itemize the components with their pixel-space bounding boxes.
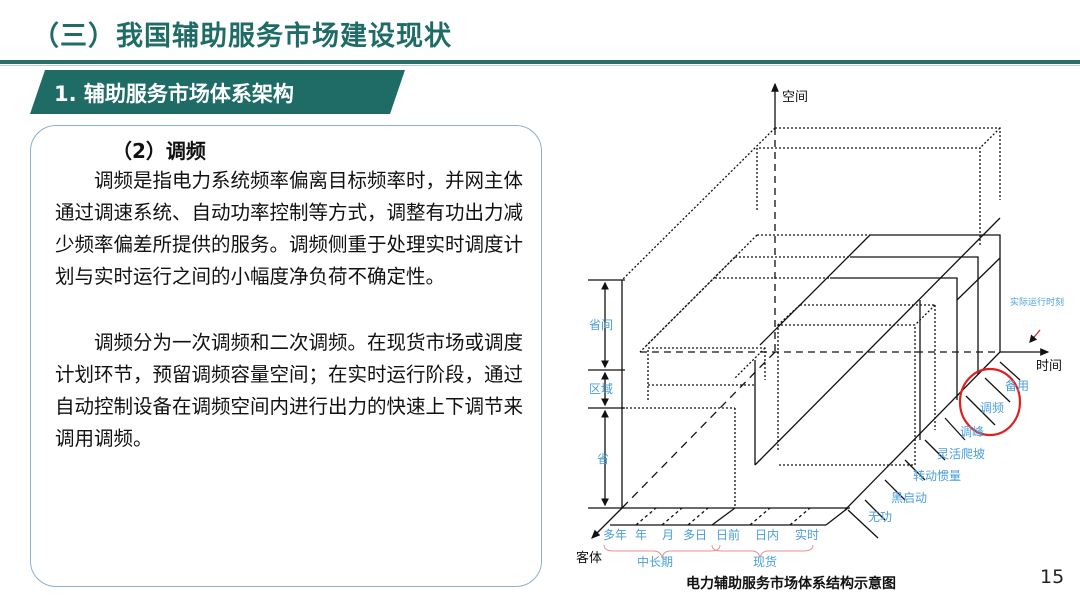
paragraph-2: 调频分为一次调频和二次调频。在现货市场或调度计划环节，预留调频容量空间；在实时运… (55, 331, 524, 450)
slide-title: （三）我国辅助服务市场建设现状 (32, 21, 452, 52)
diagram-caption: 电力辅助服务市场体系结构示意图 (686, 576, 896, 592)
period-label: 日内 (755, 528, 779, 542)
paragraph-1: 调频是指电力系统频率偏离目标频率时，并网主体通过调速系统、自动功率控制等方式，调… (55, 169, 524, 288)
section-title: 1. 辅助服务市场体系架构 (54, 82, 294, 106)
service-label: 灵活爬坡 (937, 447, 985, 461)
level-label: 省间 (589, 318, 613, 332)
subject-axis-dashed (621, 351, 776, 509)
period-label: 年 (635, 528, 647, 542)
period-label: 月 (662, 528, 674, 542)
service-label: 调峰 (960, 425, 984, 439)
period-label: 多日 (683, 528, 707, 542)
title-divider-thin (0, 65, 1080, 66)
service-label: 备用 (1005, 379, 1029, 393)
period-group-label: 中长期 (637, 554, 673, 569)
service-label-highlighted: 调频 (980, 401, 1004, 415)
subject-axis (591, 507, 623, 539)
level-label: 区域 (589, 382, 613, 396)
title-divider (0, 60, 1080, 64)
subject-axis-label: 客体 (576, 550, 602, 566)
service-label: 黑启动 (891, 491, 927, 505)
period-group-label: 现货 (753, 554, 777, 569)
service-label: 转动惯量 (913, 468, 961, 483)
service-label: 无功 (868, 510, 892, 524)
page-number: 15 (1040, 566, 1065, 588)
period-label: 实时 (795, 527, 819, 542)
subtitle: （2）调频 (112, 139, 206, 163)
level-label: 省 (597, 452, 609, 466)
period-label: 日前 (716, 527, 740, 542)
space-axis-label: 空间 (782, 90, 808, 105)
time-axis-label: 时间 (1036, 359, 1062, 374)
text-panel (30, 125, 542, 587)
period-label: 多年 (603, 528, 627, 542)
highlight-circle (958, 367, 1022, 437)
actual-time-label: 实际运行时刻 (1010, 296, 1064, 308)
section-banner: 1. 辅助服务市场体系架构 (30, 70, 405, 114)
